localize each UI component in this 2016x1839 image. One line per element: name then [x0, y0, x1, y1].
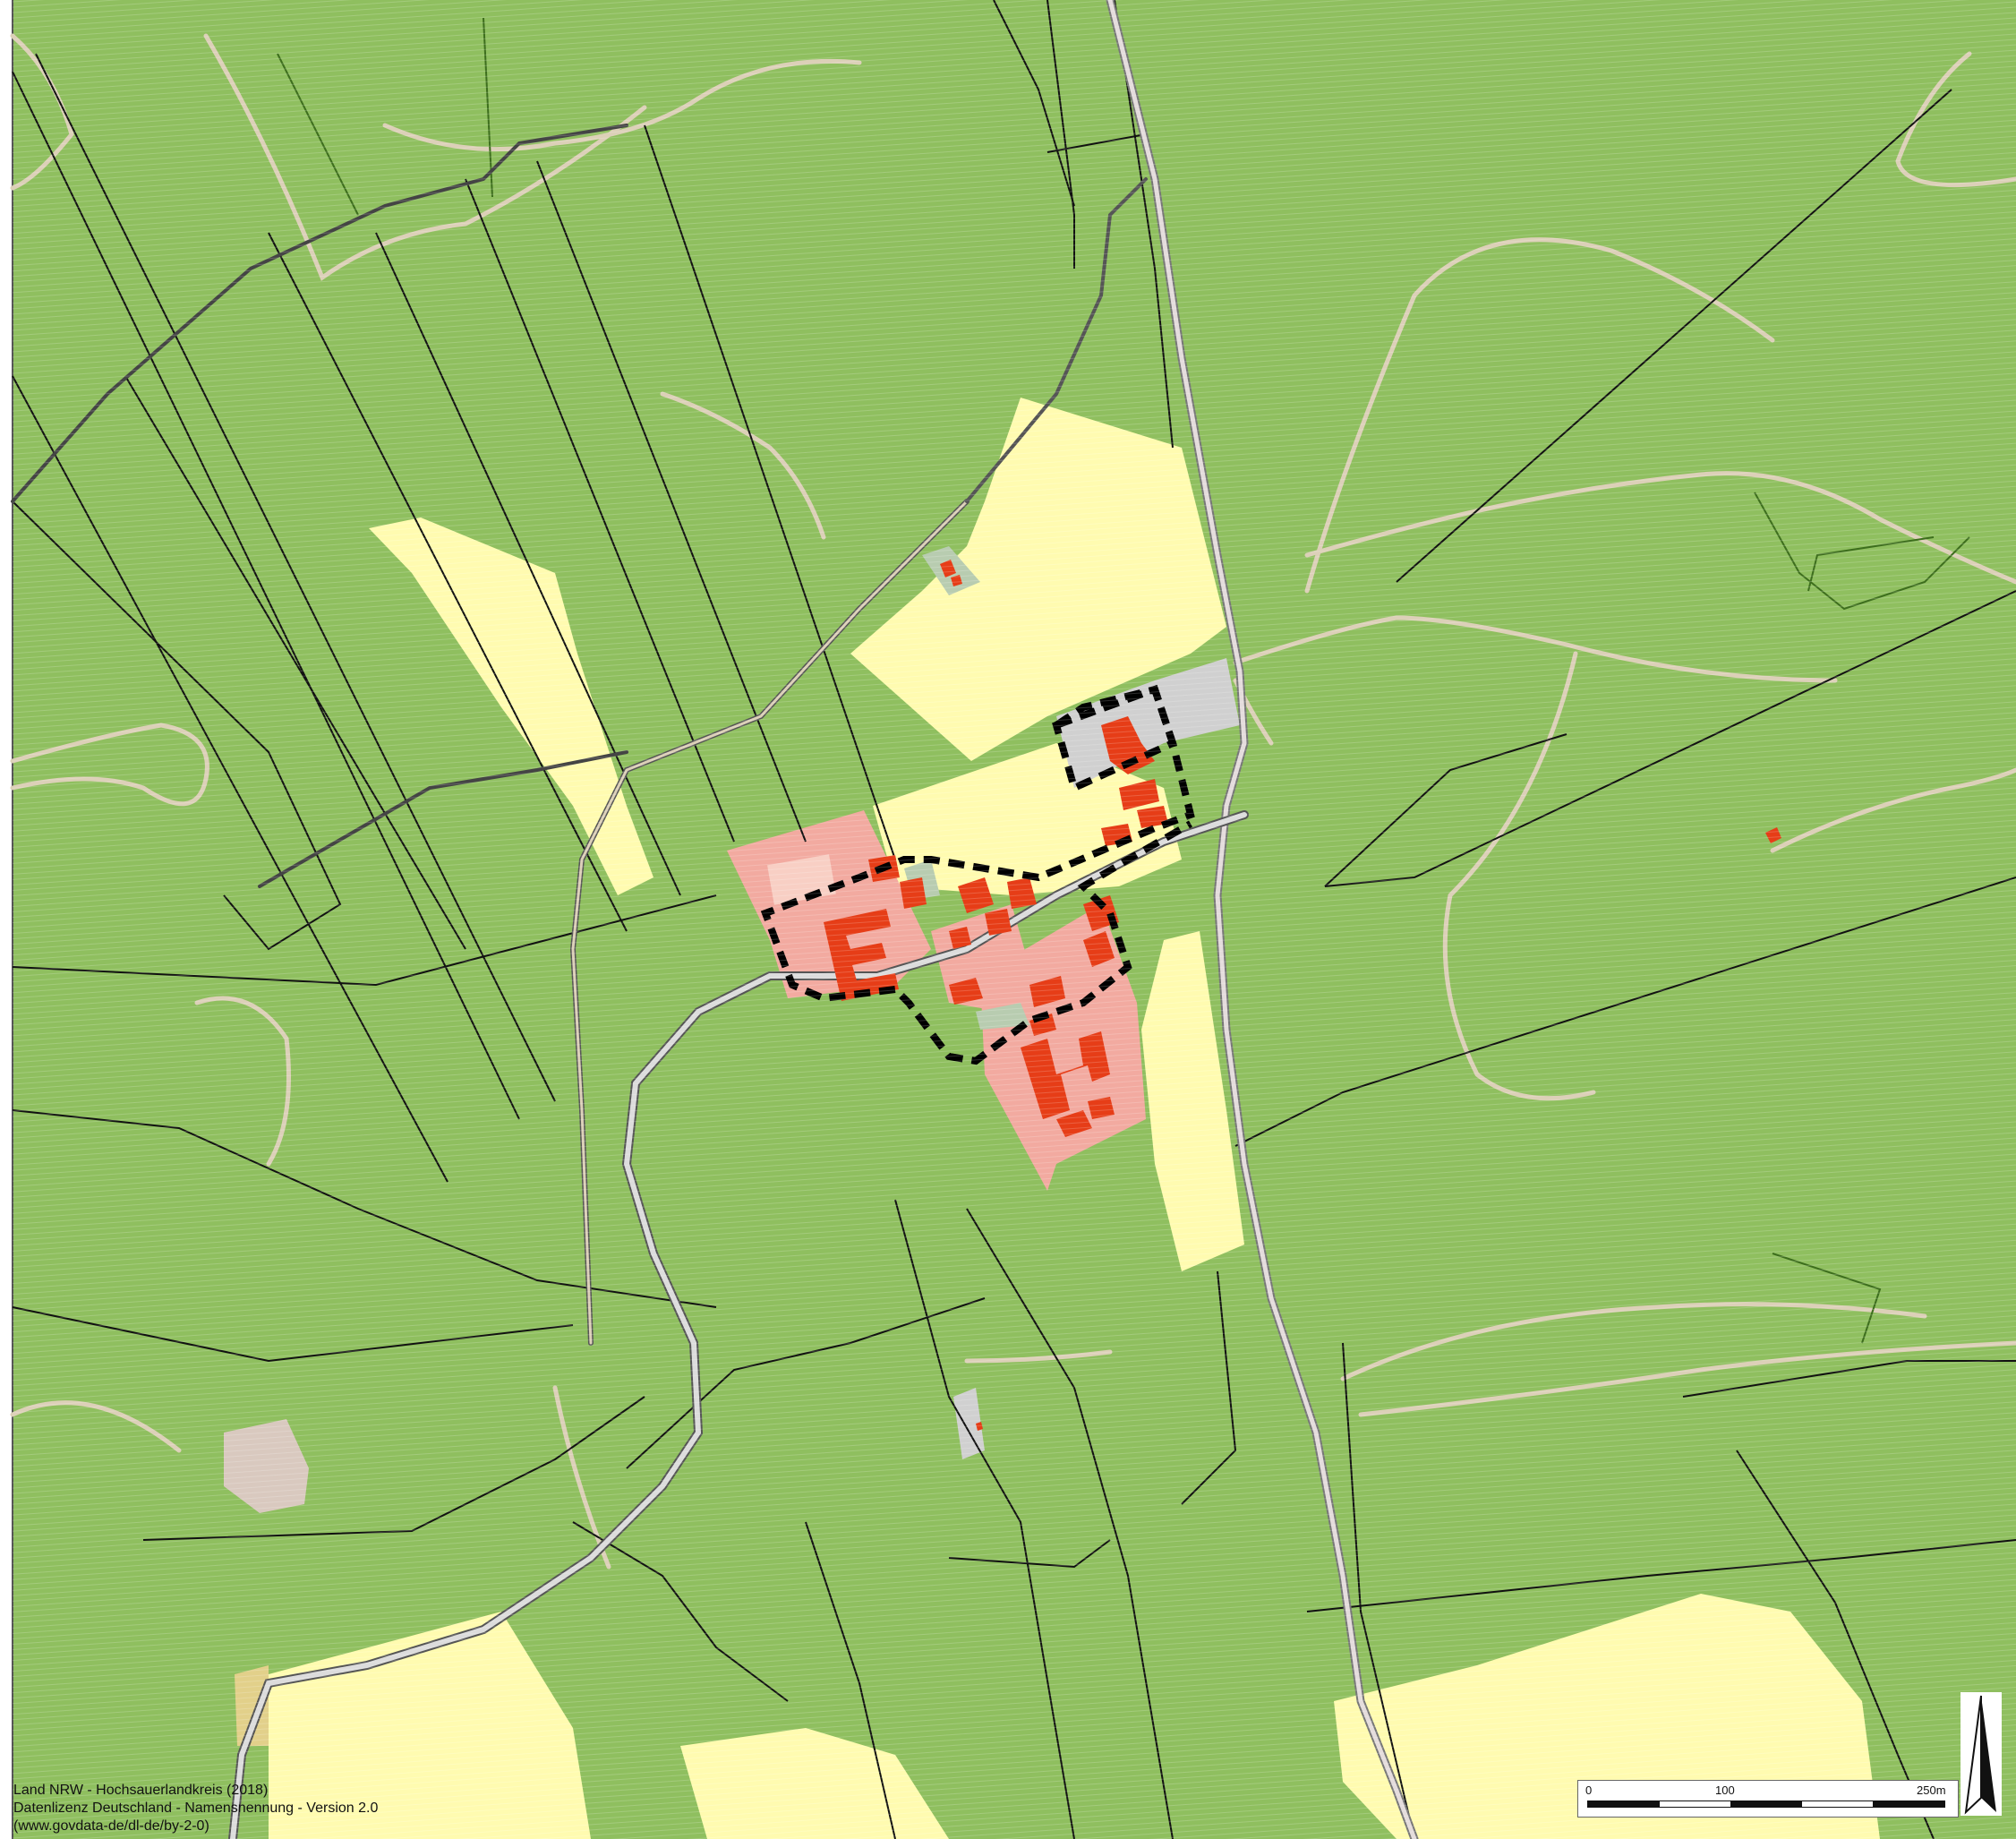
scale-segment: [1659, 1801, 1731, 1807]
scale-label-start: 0: [1585, 1783, 1593, 1797]
scale-segment: [1801, 1801, 1874, 1807]
scale-label-mid: 100: [1715, 1783, 1735, 1797]
scale-bar-graphic: [1587, 1801, 1945, 1808]
scale-segment: [1873, 1801, 1944, 1807]
scale-segment: [1588, 1801, 1660, 1807]
map-left-margin: [0, 0, 13, 1839]
attribution-line-1: Land NRW - Hochsauerlandkreis (2018): [13, 1783, 269, 1798]
scale-segment: [1730, 1801, 1802, 1807]
hatch-overlay: [13, 0, 2016, 1839]
attribution-line-2: Datenlizenz Deutschland - Namensnennung …: [13, 1801, 379, 1816]
scale-label-end: 250m: [1917, 1783, 1946, 1797]
map-attribution: Land NRW - Hochsauerlandkreis (2018) Dat…: [13, 1782, 479, 1835]
north-arrow-icon: [1960, 1692, 2002, 1816]
attribution-line-3: (www.govdata-de/dl-de/by-2-0): [13, 1818, 209, 1834]
scale-bar: 0 100 250m: [1577, 1780, 1959, 1818]
